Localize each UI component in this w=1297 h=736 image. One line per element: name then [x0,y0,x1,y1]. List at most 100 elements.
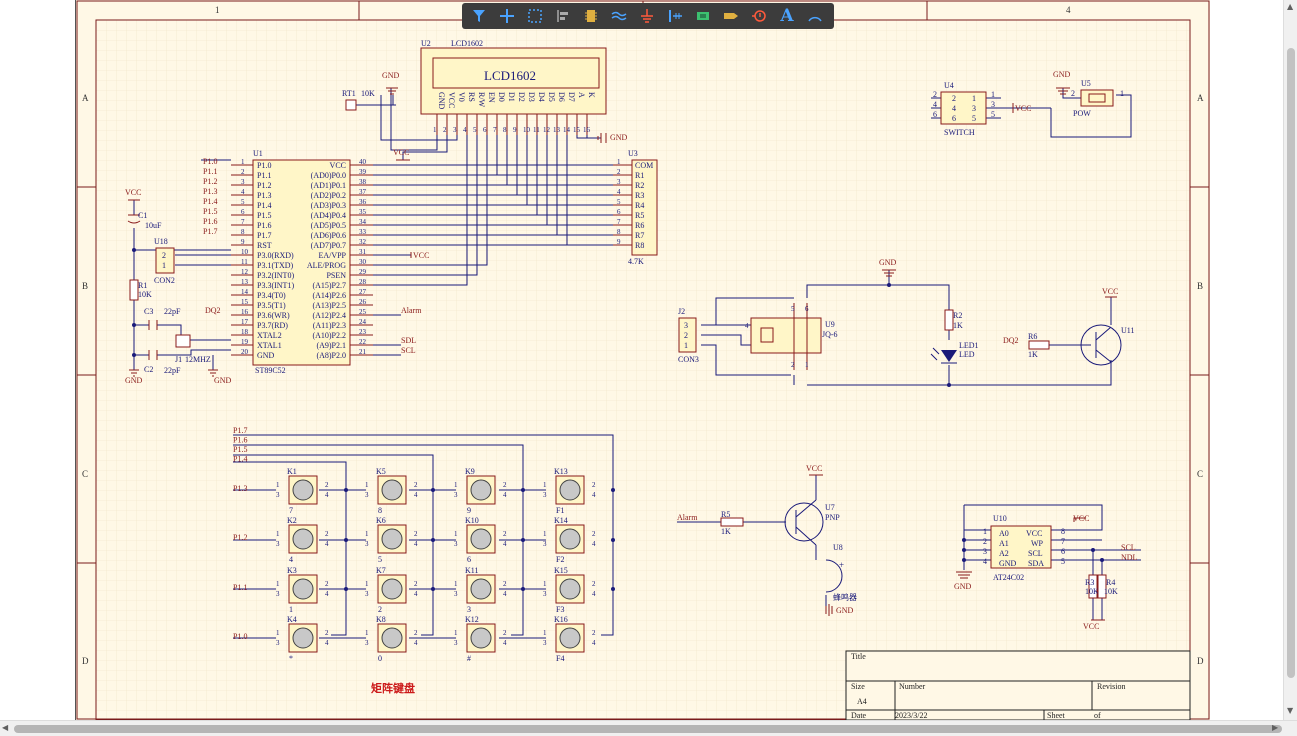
svg-text:3: 3 [454,639,458,647]
port-icon[interactable] [746,5,772,27]
u8-buzzer[interactable]: + U8 蜂鸣器 [825,543,857,602]
scroll-right-arrow[interactable]: ▶ [1272,723,1279,732]
j2-connector[interactable]: 321 J2 CON3 [678,307,699,364]
c2-cap[interactable]: C2 22pF [144,350,181,375]
r5-resistor[interactable]: R5 1K [720,510,744,536]
bus-icon[interactable] [662,5,688,27]
keypad-row-net: P1.2 [233,533,247,542]
r4-resistor[interactable]: R4 10K [1097,574,1118,599]
u11-transistor[interactable]: U11 [1080,324,1134,366]
u7-pnp[interactable]: U7 PNP [784,499,840,546]
key-caption: 4 [289,555,293,564]
align-icon[interactable] [550,5,576,27]
r6-resistor[interactable]: R6 1K [1028,332,1050,359]
mcu-pin-number: 14 [241,288,249,296]
mcu-pin-name: (AD2)P0.2 [311,191,346,200]
svg-text:4: 4 [414,540,418,548]
mcu-pin-name: (A8)P2.0 [316,351,346,360]
rpack-value: 4.7K [628,257,644,266]
mcu-pin-number: 37 [359,188,367,196]
r1-resistor[interactable]: R1 10K [129,279,152,301]
lcd-u2[interactable]: LCD1602 U2 LCD1602 GND1VCC2V03RS4R/W5EN6… [420,39,607,135]
r2-body [944,309,954,331]
rpack-pin-number: 5 [617,198,621,206]
wire-icon[interactable] [606,5,632,27]
net-label-icon[interactable] [718,5,744,27]
c2-ref: C2 [144,365,153,374]
u4-switch[interactable]: 246 246 135 135 U4 SWITCH [933,81,995,137]
net-sdl-mcu: SDL [401,336,416,345]
svg-text:3: 3 [365,639,369,647]
c1-cap[interactable]: C1 10uF [127,211,162,230]
r4-value: 10K [1104,587,1118,596]
r2-resistor[interactable]: R2 1K [944,309,963,331]
key-caption: 5 [378,555,382,564]
lcd-pin-number: 11 [533,126,540,134]
part-icon[interactable] [578,5,604,27]
vertical-scroll-thumb[interactable] [1287,48,1295,678]
horizontal-scroll-thumb[interactable] [14,725,1282,733]
component-icon[interactable] [690,5,716,27]
key-ref: K14 [554,516,568,525]
svg-text:GND: GND [999,559,1017,568]
mcu-pin-name: (AD0)P0.0 [311,171,346,180]
led1[interactable]: LED1 LED [930,341,979,364]
r1-value: 10K [138,290,152,299]
scroll-up-arrow[interactable]: ▲ [1287,2,1294,11]
svg-text:SDA: SDA [1028,559,1044,568]
mcu-pin-number: 9 [241,238,245,246]
mcu-pin-name: (AD6)P0.6 [311,231,346,240]
filter-icon[interactable] [466,5,492,27]
mcu-ref: U1 [253,149,263,158]
select-rect-icon[interactable] [522,5,548,27]
vertical-scrollbar[interactable]: ▲ ▼ [1283,0,1297,720]
arc-icon[interactable] [802,5,828,27]
schematic-sheet[interactable]: 1 4 A B C D A B C D [75,0,1211,721]
svg-text:1: 1 [365,481,369,489]
svg-text:2: 2 [983,537,987,546]
svg-text:4: 4 [325,540,329,548]
svg-text:3: 3 [543,491,547,499]
mcu-pin-name: P3.6(WR) [257,311,290,320]
c3-cap[interactable]: C3 22pF [144,307,181,330]
u5-power-jack[interactable]: U5 POW 2 1 [1071,79,1124,118]
mcu-pin-number: 34 [359,218,367,226]
j1-crystal[interactable]: J1 12MHZ [175,334,211,364]
horizontal-scrollbar[interactable]: ◀ ▶ [0,720,1297,736]
u18-connector[interactable]: 2 1 U18 CON2 [154,237,175,285]
svg-text:2: 2 [503,530,507,538]
key-caption: 2 [378,605,382,614]
ground-icon[interactable] [634,5,660,27]
u4-ref: U4 [944,81,954,90]
row-label-b-right: B [1197,281,1203,291]
text-icon[interactable]: A [780,6,794,26]
rt1-pot[interactable]: RT1 10K [342,89,375,111]
crosshair-icon[interactable] [494,5,520,27]
svg-text:3: 3 [991,100,995,109]
scroll-left-arrow[interactable]: ◀ [2,723,9,732]
scroll-down-arrow[interactable]: ▼ [1287,706,1294,715]
r3-resistor[interactable]: R3 10K [1085,574,1099,599]
schematic-drawing[interactable]: 1 4 A B C D A B C D [76,0,1210,721]
